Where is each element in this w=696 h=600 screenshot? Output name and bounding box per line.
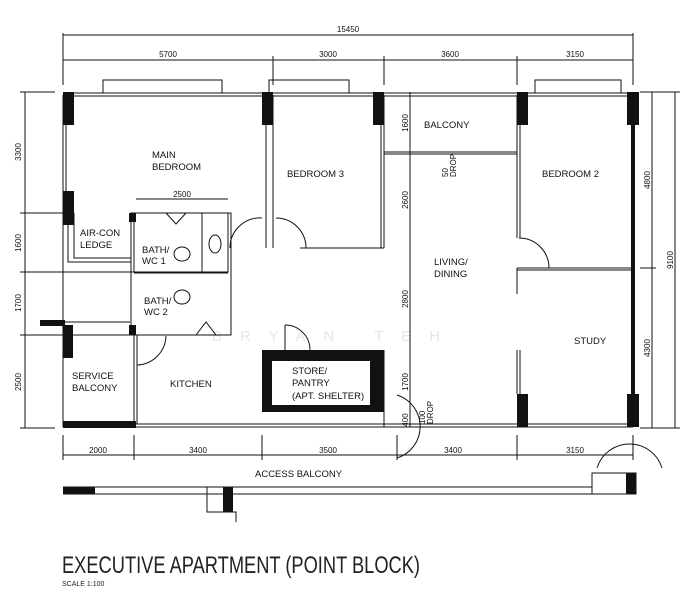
label-main-bedroom-1: MAIN (152, 150, 176, 161)
dim-living-1: 1600 (401, 114, 410, 132)
label-store-1: STORE/ (292, 366, 328, 377)
plan-title: EXECUTIVE APARTMENT (POINT BLOCK) (62, 552, 420, 579)
label-study: STUDY (574, 336, 607, 347)
dim-right-1: 4800 (643, 171, 652, 189)
label-living-1: LIVING/ (434, 257, 468, 268)
dim-living-4: 1700 (401, 373, 410, 391)
dim-living-3: 2800 (401, 290, 410, 308)
label-living-2: DINING (434, 269, 467, 280)
label-bath2-2: WC 2 (144, 307, 168, 318)
label-service-balcony-2: BALCONY (72, 383, 118, 394)
label-bedroom-2: BEDROOM 2 (542, 169, 599, 180)
label-bath2-1: BATH/ (144, 296, 172, 307)
note-50-drop-2: DROP (449, 154, 458, 177)
dimension-lines (20, 33, 680, 460)
label-store-3: (APT. SHELTER) (292, 391, 364, 402)
label-bedroom-3: BEDROOM 3 (287, 169, 344, 180)
note-100-drop-1: 100 (418, 410, 427, 424)
label-kitchen: KITCHEN (170, 379, 212, 390)
dim-top-4: 3150 (566, 50, 584, 59)
label-balcony: BALCONY (424, 120, 470, 131)
label-service-balcony-1: SERVICE (72, 371, 114, 382)
label-access-balcony: ACCESS BALCONY (255, 469, 343, 480)
dim-right-2: 4300 (643, 339, 652, 357)
label-main-bedroom-2: BEDROOM (152, 162, 201, 173)
note-100-drop-2: DROP (426, 401, 435, 424)
label-store-2: PANTRY (292, 378, 330, 389)
dim-living-5: 400 (401, 413, 410, 427)
dim-bottom-2: 3400 (189, 446, 207, 455)
plan-scale: SCALE 1:100 (62, 581, 105, 588)
dim-right-total: 9100 (666, 251, 675, 269)
label-bath1-1: BATH/ (142, 245, 170, 256)
label-aircon-2: LEDGE (80, 240, 112, 251)
label-aircon-1: AIR-CON (80, 228, 120, 239)
note-50-drop-1: 50 (441, 168, 450, 177)
dim-living-2: 2600 (401, 191, 410, 209)
label-bath1-2: WC 1 (142, 256, 166, 267)
dim-total-width: 15450 (337, 25, 360, 34)
dim-left-3: 1700 (14, 294, 23, 312)
dim-bottom-1: 2000 (89, 446, 107, 455)
dim-top-2: 3000 (319, 50, 337, 59)
dim-left-1: 3300 (14, 143, 23, 161)
watermark: BRYAN TEH (212, 328, 458, 345)
dim-bottom-4: 3400 (444, 446, 462, 455)
dim-bottom-3: 3500 (319, 446, 337, 455)
dim-left-2: 1600 (14, 234, 23, 252)
dim-top-3: 3600 (441, 50, 459, 59)
dim-bottom-5: 3150 (566, 446, 584, 455)
dim-left-4: 2500 (14, 373, 23, 391)
dim-bath-width: 2500 (173, 190, 191, 199)
walls (40, 79, 663, 522)
dim-top-1: 5700 (159, 50, 177, 59)
